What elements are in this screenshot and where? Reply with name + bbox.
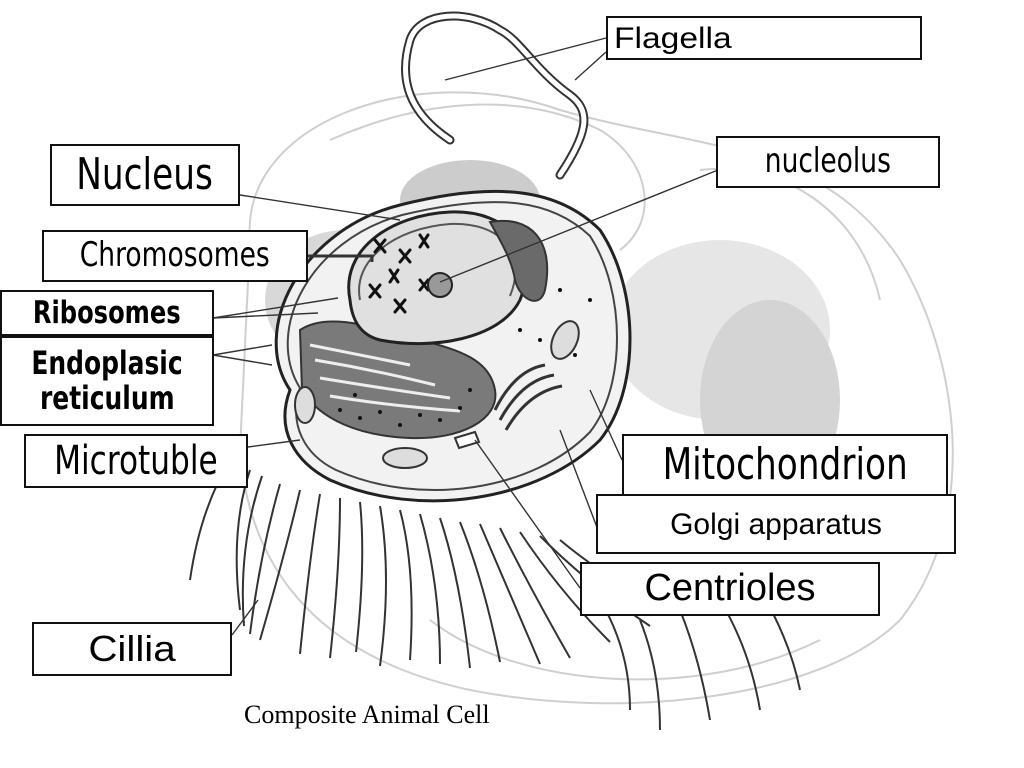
label-golgi-text: Golgi apparatus	[670, 507, 882, 541]
centriole-shape	[453, 430, 481, 450]
ribosome-dots	[338, 288, 592, 427]
leader-nucleolus	[439, 169, 719, 283]
label-centrioles: Centrioles	[580, 562, 880, 616]
label-microtuble-text: Microtuble	[54, 438, 218, 484]
label-centrioles-text: Centrioles	[644, 567, 816, 610]
golgi-shape	[493, 363, 563, 431]
label-endoplasic-reticulum: Endoplasic reticulum	[0, 336, 214, 426]
leader-flagella	[444, 37, 607, 81]
leader-ribosomes	[212, 297, 339, 319]
label-nucleus-text: Nucleus	[76, 148, 214, 200]
label-microtuble: Microtuble	[24, 434, 248, 488]
leader-mitochondrion	[589, 389, 623, 461]
label-ribosomes: Ribosomes	[0, 290, 214, 336]
diagram-caption: Composite Animal Cell	[244, 700, 490, 729]
label-flagella-text: Flagella	[614, 21, 732, 55]
label-chromosomes-text: Chromosomes	[80, 235, 270, 276]
leader-er	[212, 344, 273, 356]
er-folds	[309, 343, 461, 413]
flagellum-inner	[403, 13, 587, 178]
chromosome-shapes	[368, 233, 430, 314]
label-nucleolus-text: nucleolus	[764, 141, 892, 182]
leader-cillia	[231, 599, 259, 636]
nucleus-dark-region	[488, 219, 549, 302]
leader-centrioles	[474, 439, 581, 589]
cilia-fringe	[189, 459, 801, 731]
label-flagella: Flagella	[606, 16, 922, 60]
label-er-line2: reticulum	[39, 379, 175, 417]
cell-membrane-inner	[286, 201, 618, 492]
label-cillia-text: Cillia	[88, 628, 176, 670]
label-mitochondrion: Mitochondrion	[622, 434, 948, 496]
label-cillia: Cillia	[32, 622, 232, 676]
label-golgi-apparatus: Golgi apparatus	[596, 494, 956, 554]
label-nucleolus: nucleolus	[716, 136, 940, 188]
leader-lines	[212, 37, 719, 636]
mitochondria-shapes	[294, 320, 580, 469]
label-ribosomes-text: Ribosomes	[33, 294, 181, 331]
leader-golgi	[559, 429, 599, 531]
label-chromosomes: Chromosomes	[42, 230, 308, 282]
leader-microtuble	[247, 439, 301, 448]
leader-chromosomes	[306, 254, 374, 262]
label-mitochondrion-text: Mitochondrion	[662, 438, 908, 490]
leader-nucleus	[239, 194, 401, 221]
label-nucleus: Nucleus	[50, 144, 240, 206]
label-er-line1: Endoplasic	[31, 343, 183, 382]
nucleolus-shape	[427, 272, 453, 298]
